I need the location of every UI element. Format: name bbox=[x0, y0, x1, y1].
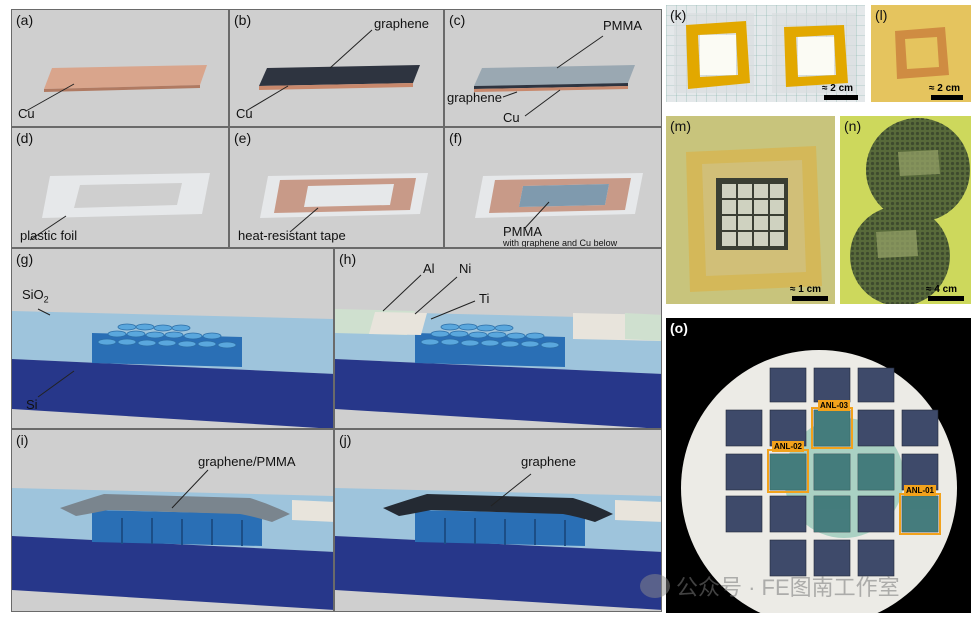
annotation-pmma: PMMA bbox=[503, 224, 542, 239]
wafer-photo bbox=[681, 350, 957, 613]
panel-o: (o) ANL-03 ANL-02 ANL-01 bbox=[666, 318, 971, 613]
annotation-al: Al bbox=[423, 261, 435, 276]
annotation-ti: Ti bbox=[479, 291, 490, 306]
panel-label: (o) bbox=[670, 320, 688, 336]
annotation-with-graphene-cu: with graphene and Cu below bbox=[503, 238, 618, 248]
chip-label-anl-03: ANL-03 bbox=[818, 400, 851, 411]
annotation-cu: Cu bbox=[18, 106, 35, 121]
panel-b: (b) graphene Cu bbox=[229, 9, 444, 127]
annotation-cu: Cu bbox=[236, 106, 253, 121]
substrate-with-holes-illustration bbox=[12, 308, 333, 428]
graphene-pmma-transfer-illustration bbox=[12, 469, 333, 610]
scale-label: ≈ 2 cm bbox=[929, 83, 961, 94]
annotation-sio: SiO bbox=[22, 287, 44, 302]
panel-e: (e) heat-resistant tape bbox=[229, 127, 444, 248]
scale-bar bbox=[792, 296, 828, 301]
plastic-foil-illustration bbox=[29, 173, 210, 241]
panel-n: (n) ≈ 4 cm bbox=[840, 116, 971, 304]
scale-label: ≈ 2 cm bbox=[822, 83, 854, 94]
pmma-on-frame-illustration bbox=[475, 173, 643, 229]
scale-bar bbox=[931, 95, 963, 100]
panel-g: (g) SiO2 Si bbox=[11, 248, 334, 429]
panel-f: (f) PMMA with graphene and Cu below bbox=[444, 127, 662, 248]
panel-a: (a) Cu bbox=[11, 9, 229, 127]
transferred-film-photo bbox=[871, 5, 971, 102]
chip-under-film-photo bbox=[666, 116, 835, 304]
panel-label: (i) bbox=[16, 432, 29, 448]
annotation-ni: Ni bbox=[459, 261, 472, 276]
wechat-icon bbox=[640, 574, 670, 598]
panel-label: (j) bbox=[339, 432, 352, 448]
annotation-cu: Cu bbox=[503, 110, 520, 125]
panel-label: (g) bbox=[16, 251, 34, 267]
panel-label: (d) bbox=[16, 130, 34, 146]
annotation-plastic-foil: plastic foil bbox=[20, 228, 78, 243]
panel-label: (n) bbox=[844, 118, 862, 134]
panel-j: (j) graphene bbox=[334, 429, 662, 612]
annotation-graphene: graphene bbox=[447, 90, 502, 105]
annotation-graphene: graphene bbox=[374, 16, 429, 31]
metal-contacts-illustration bbox=[335, 274, 661, 428]
panel-label: (f) bbox=[449, 130, 463, 146]
annotation-subscript-2: 2 bbox=[43, 294, 49, 305]
panel-label: (b) bbox=[234, 12, 252, 28]
scale-label: ≈ 1 cm bbox=[790, 284, 822, 295]
final-graphene-device-illustration bbox=[335, 473, 661, 610]
scale-label: ≈ 4 cm bbox=[926, 284, 958, 295]
panel-label: (e) bbox=[234, 130, 252, 146]
panel-label: (k) bbox=[670, 7, 687, 23]
chip-label-anl-01: ANL-01 bbox=[904, 485, 937, 496]
panel-k: (k) ≈ 2 cm bbox=[666, 5, 865, 102]
panel-label: (h) bbox=[339, 251, 357, 267]
scale-bar bbox=[824, 95, 858, 100]
annotation-si: Si bbox=[26, 397, 38, 412]
panel-label: (m) bbox=[670, 118, 691, 134]
annotation-sio2: SiO2 bbox=[22, 287, 49, 305]
panel-l: (l) ≈ 2 cm bbox=[871, 5, 971, 102]
panel-d: (d) plastic foil bbox=[11, 127, 229, 248]
scale-bar bbox=[928, 296, 964, 301]
annotation-graphene: graphene bbox=[521, 454, 576, 469]
annotation-graphene-pmma: graphene/PMMA bbox=[198, 454, 296, 469]
taped-frames-photo bbox=[666, 5, 865, 102]
grids-photo bbox=[840, 116, 971, 304]
panel-label: (a) bbox=[16, 12, 34, 28]
chip-label-anl-02: ANL-02 bbox=[772, 441, 805, 452]
tape-frame-illustration bbox=[260, 173, 428, 233]
annotation-pmma: PMMA bbox=[603, 18, 642, 33]
panel-m: (m) ≈ 1 cm bbox=[666, 116, 835, 304]
graphene-on-copper-illustration bbox=[245, 29, 420, 112]
panel-h: (h) Al Ni Ti bbox=[334, 248, 662, 429]
panel-label: (l) bbox=[875, 7, 888, 23]
panel-label: (c) bbox=[449, 12, 466, 28]
copper-foil-illustration bbox=[25, 65, 207, 112]
pmma-stack-illustration bbox=[474, 35, 635, 117]
watermark-text: 公众号 · FE图南工作室 bbox=[676, 575, 900, 600]
annotation-heat-resistant-tape: heat-resistant tape bbox=[238, 228, 346, 243]
panel-i: (i) graphene/PMMA bbox=[11, 429, 334, 612]
panel-c: (c) PMMA graphene Cu bbox=[444, 9, 662, 127]
